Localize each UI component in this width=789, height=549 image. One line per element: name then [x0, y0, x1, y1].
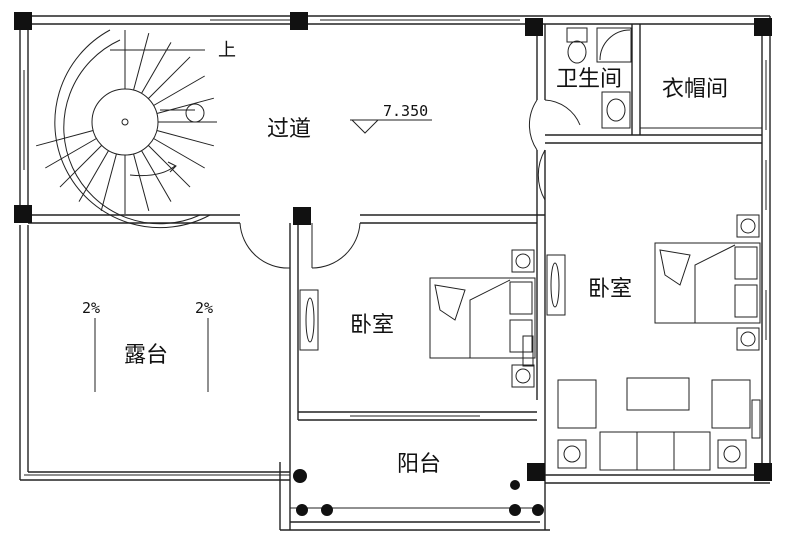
slope-label-left: 2% [82, 299, 100, 317]
right-bedroom-bed [654, 242, 761, 324]
balcony-planters [296, 480, 544, 516]
stair-tread [100, 153, 117, 211]
nightstand-lamps-left [511, 249, 535, 388]
stair-tread [133, 33, 150, 91]
nightstand-lamps-right [736, 214, 760, 351]
interior-walls [19, 24, 770, 531]
stair-tread [141, 42, 172, 94]
structural-columns [14, 12, 772, 483]
room-label-cloakroom: 衣帽间 [662, 77, 728, 102]
room-label-terrace: 露台 [124, 343, 168, 368]
exterior-walls [19, 15, 771, 475]
living-set [557, 377, 761, 471]
left-bedroom-wardrobe [299, 289, 319, 351]
stair-tread [78, 150, 109, 202]
left-bedroom-bed [429, 277, 536, 367]
stair-tread [147, 144, 191, 188]
spiral-staircase [36, 29, 217, 229]
stair-tread [147, 56, 191, 100]
slope-label-right: 2% [195, 299, 213, 317]
room-label-bedroom-left: 卧室 [350, 313, 394, 338]
room-label-corridor: 过道 [267, 117, 311, 142]
right-bedroom-wardrobe [546, 254, 566, 316]
stair-tread [156, 130, 214, 147]
stair-tread [45, 138, 97, 169]
stair-tread [153, 138, 205, 169]
terrace-slope-lines [94, 318, 209, 392]
room-label-bedroom-right: 卧室 [588, 277, 632, 302]
room-label-bathroom: 卫生间 [556, 67, 622, 92]
room-label-balcony: 阳台 [397, 452, 441, 477]
stair-up-label: 上 [218, 40, 236, 61]
stair-tread [36, 130, 94, 147]
stair-tread [59, 144, 103, 188]
doors [239, 99, 581, 269]
elevation-marker [350, 119, 432, 134]
bathroom-fixtures [566, 27, 632, 129]
stair-tread [133, 153, 150, 211]
stair-tread [153, 75, 205, 106]
stair-tread [141, 150, 172, 202]
elevation-value: 7.350 [383, 102, 428, 120]
stair-tread [156, 97, 214, 114]
